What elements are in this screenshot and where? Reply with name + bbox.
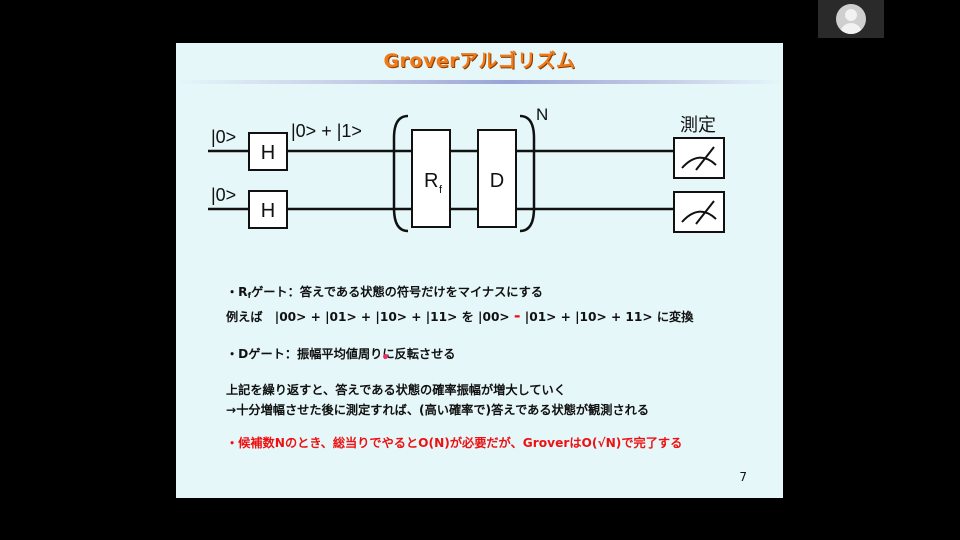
repeat-bracket-left bbox=[392, 114, 409, 233]
h-gate-label-bottom: H bbox=[261, 200, 275, 222]
h-gate-label-top: H bbox=[261, 142, 275, 164]
example-line: 例えば |00> + |01> + |10> + |11> を |00> - |… bbox=[226, 306, 694, 325]
input-state-top: |0> bbox=[211, 127, 236, 147]
h-gate-top bbox=[248, 132, 288, 171]
d-gate-label: D bbox=[490, 170, 504, 192]
measure-explanation: →十分増幅させた後に測定すれば、(高い確率で)答えである状態が観測される bbox=[226, 403, 650, 417]
slide: Groverアルゴリズム |0> bbox=[176, 43, 783, 498]
quantum-circuit: |0> |0> H H |0> + |1> R f D N 測定 bbox=[208, 105, 725, 233]
rf-gate-subscript: f bbox=[439, 184, 443, 196]
superposition-label: |0> + |1> bbox=[291, 121, 362, 141]
bullet-d-gate: ・Dゲート：振幅平均値周りに反転させる bbox=[226, 347, 456, 361]
title-underline bbox=[176, 80, 783, 84]
page-number: 7 bbox=[739, 470, 747, 484]
rf-gate bbox=[411, 129, 451, 228]
repeat-count-label: N bbox=[536, 105, 548, 124]
bullet-rf-gate: ・Rfゲート：答えである状態の符号だけをマイナスにする bbox=[226, 285, 543, 300]
participant-video-tile[interactable] bbox=[818, 0, 884, 38]
h-gate-bottom bbox=[248, 190, 288, 229]
repeat-explanation: 上記を繰り返すと、答えである状態の確率振幅が増大していく bbox=[226, 383, 566, 397]
rf-gate-label: R bbox=[424, 170, 438, 192]
laser-pointer bbox=[383, 354, 388, 359]
slide-title: Groverアルゴリズム bbox=[383, 50, 576, 72]
input-state-bottom: |0> bbox=[211, 185, 236, 205]
repeat-bracket-right bbox=[519, 114, 536, 233]
avatar bbox=[836, 4, 866, 34]
complexity-note: ・候補数Nのとき、総当りでやるとO(N)が必要だが、GroverはO(√N)で完… bbox=[226, 436, 683, 450]
d-gate bbox=[477, 129, 517, 228]
measure-label: 測定 bbox=[680, 115, 716, 135]
